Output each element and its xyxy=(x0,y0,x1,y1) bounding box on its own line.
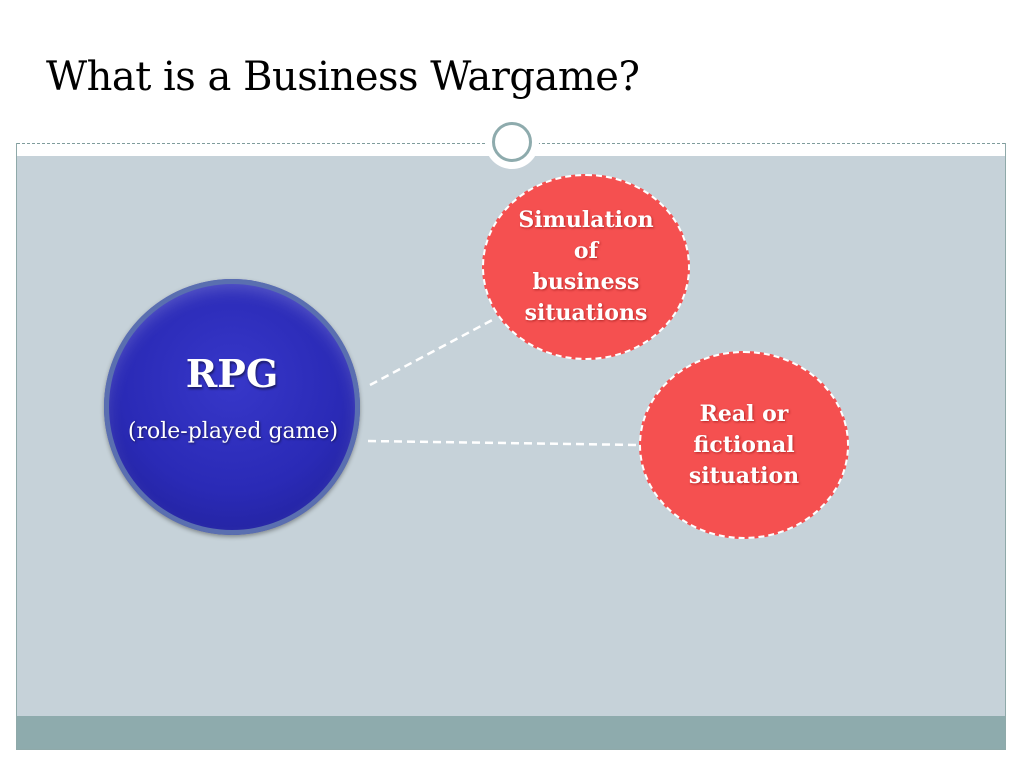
circle-ornament-icon xyxy=(485,115,539,169)
concept-line: fictional xyxy=(693,431,795,458)
rpg-node-subtitle: (role-played game) xyxy=(127,419,339,444)
ornament-ring xyxy=(492,122,532,162)
concept-line: situation xyxy=(688,462,800,489)
rpg-node-title: RPG xyxy=(185,351,279,396)
concept-line: business xyxy=(532,269,640,295)
connector-to-real xyxy=(367,439,641,447)
rpg-node: RPG (role-played game) xyxy=(104,279,360,535)
footer-bar xyxy=(17,716,1005,749)
concept-simulation-label: Simulation of business situations xyxy=(518,205,653,329)
concept-real-label: Real or fictional situation xyxy=(689,399,799,492)
concept-line: situations xyxy=(524,300,648,326)
connector-to-simulation xyxy=(369,316,497,387)
concept-real-node: Real or fictional situation xyxy=(639,351,849,539)
slide-title: What is a Business Wargame? xyxy=(46,54,640,100)
concept-line: Simulation xyxy=(518,207,654,233)
concept-line: Real or xyxy=(699,400,789,427)
concept-simulation-node: Simulation of business situations xyxy=(482,174,690,360)
concept-line: of xyxy=(573,238,599,264)
